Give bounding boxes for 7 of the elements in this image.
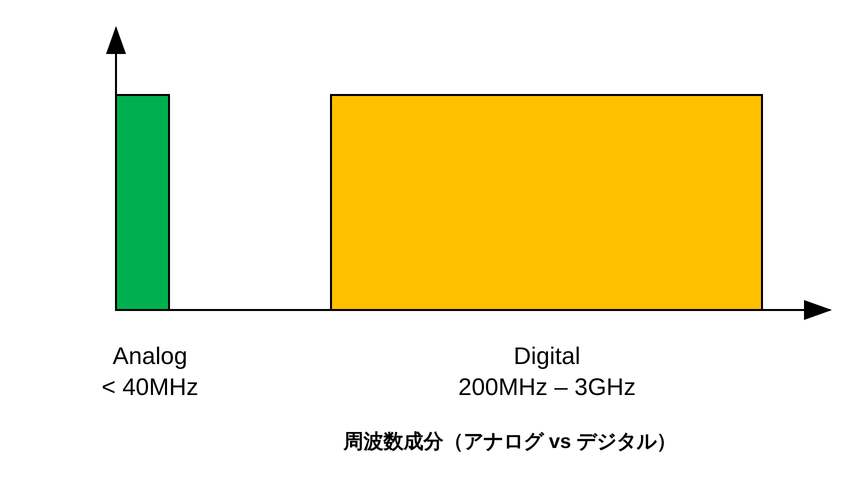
- bar: [115, 94, 170, 311]
- bar-label: Digital: [512, 342, 582, 372]
- bar-label: Analog: [112, 342, 188, 372]
- caption: 周波数成分（アナログ vs デジタル）: [342, 430, 678, 455]
- frequency-range: < 40MHz: [100, 373, 200, 403]
- bar: [330, 94, 763, 311]
- frequency-range: 200MHz – 3GHz: [457, 373, 637, 403]
